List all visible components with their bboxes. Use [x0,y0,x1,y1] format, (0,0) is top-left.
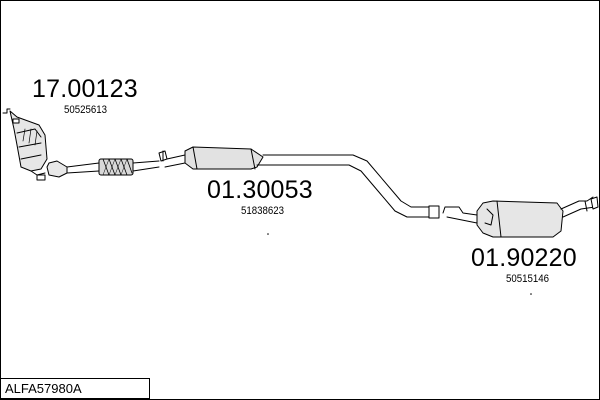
rear-silencer-drawing [442,196,599,238]
oem-number-label: 51838623 [241,205,285,217]
part-number-label: 01.30053 [207,176,313,204]
front-pipe-drawing [46,150,168,178]
oem-number-label: 50515146 [506,273,550,285]
oem-number-label: 50525613 [64,104,108,116]
part-number-label: 17.00123 [32,75,138,103]
system-code-box: ALFA57980A [1,378,150,399]
system-code-label: ALFA57980A [5,381,82,396]
middle-silencer-drawing [164,146,440,219]
leader-dots [267,233,532,295]
catalytic-converter-drawing [2,108,48,181]
part-number-label: 01.90220 [471,244,577,272]
